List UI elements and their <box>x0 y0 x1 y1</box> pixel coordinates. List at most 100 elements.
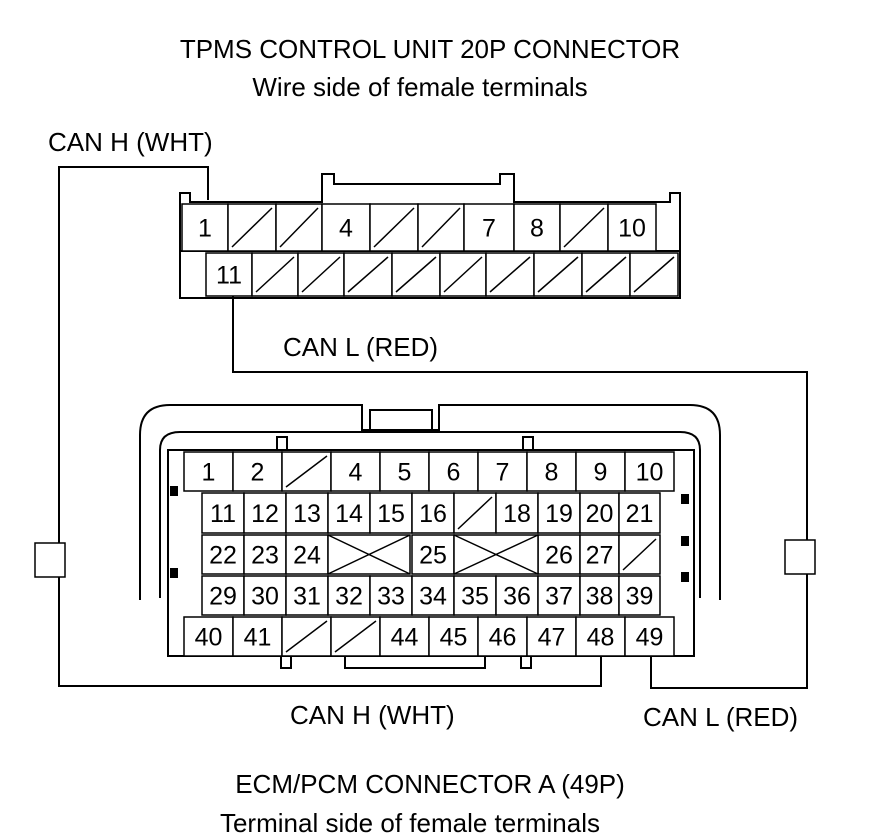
terminal-number: 36 <box>503 583 531 611</box>
ecm-terminal: 35 <box>453 575 497 616</box>
tpms-terminal: 1 <box>181 203 229 252</box>
terminal-cell <box>285 534 329 575</box>
ecm-terminal <box>618 534 661 575</box>
unused-terminal-slash <box>301 256 341 293</box>
terminal-number: 2 <box>251 459 265 487</box>
terminal-number: 21 <box>626 500 654 528</box>
tpms-terminal: 7 <box>463 203 515 252</box>
terminal-number: 6 <box>447 459 461 487</box>
terminal-number: 44 <box>391 624 419 652</box>
terminal-cell <box>330 451 381 492</box>
can-l-wire <box>232 295 808 540</box>
terminal-cell <box>477 451 528 492</box>
ecm-side-marks <box>170 486 689 582</box>
terminal-number: 32 <box>335 583 363 611</box>
tpms-terminal: 10 <box>607 203 657 252</box>
terminal-number: 7 <box>482 215 496 243</box>
ecm-terminal: 14 <box>327 492 371 534</box>
terminal-number: 12 <box>251 500 279 528</box>
ecm-mark <box>681 536 689 546</box>
terminal-cell <box>607 203 657 252</box>
terminal-cell <box>327 492 371 534</box>
ecm-terminal: 1 <box>183 451 234 492</box>
unused-terminal-slash <box>489 256 531 293</box>
ecm-terminal: 22 <box>201 534 245 575</box>
terminal-cell <box>575 451 626 492</box>
ecm-terminal: 27 <box>579 534 620 575</box>
ecm-bottom-nub-left <box>280 655 292 669</box>
terminal-cell <box>618 492 661 534</box>
tpms-terminal: 4 <box>321 203 371 252</box>
ecm-top-nub-left <box>276 436 288 451</box>
terminal-number: 31 <box>293 583 321 611</box>
tpms-terminal <box>417 203 465 252</box>
terminal-number: 1 <box>198 215 212 243</box>
tpms-terminal <box>629 252 679 297</box>
unused-terminal-slash <box>231 207 273 248</box>
terminal-cell <box>575 616 626 657</box>
ecm-terminal: 36 <box>495 575 539 616</box>
top-subtitle: Wire side of female terminals <box>252 72 587 102</box>
ecm-terminal: 37 <box>537 575 581 616</box>
wires <box>58 166 808 689</box>
terminal-number: 1 <box>202 459 216 487</box>
ecm-terminal <box>453 492 497 534</box>
ecm-terminal: 45 <box>428 616 479 657</box>
ecm-terminal: 25 <box>411 534 455 575</box>
terminal-number: 47 <box>538 624 566 652</box>
terminal-number: 46 <box>489 624 517 652</box>
ecm-bottom-nub-right <box>520 655 532 669</box>
terminal-number: 4 <box>349 459 363 487</box>
ecm-terminal: 21 <box>618 492 661 534</box>
terminal-number: 11 <box>216 262 242 290</box>
tpms-connector-outline <box>179 173 681 299</box>
ecm-bottom-key <box>344 655 486 669</box>
terminal-number: 48 <box>587 624 615 652</box>
ecm-terminal: 15 <box>369 492 413 534</box>
unused-terminal-slash <box>285 455 328 488</box>
terminal-cell <box>411 575 455 616</box>
terminal-cell <box>428 451 479 492</box>
terminal-cell <box>369 492 413 534</box>
terminal-number: 45 <box>440 624 468 652</box>
terminal-number: 35 <box>461 583 489 611</box>
terminal-number: 10 <box>618 215 646 243</box>
terminal-number: 5 <box>398 459 412 487</box>
ecm-mark <box>170 568 178 578</box>
ecm-terminal: 31 <box>285 575 329 616</box>
terminal-number: 18 <box>503 500 531 528</box>
terminal-cell <box>537 575 581 616</box>
terminal-number: 34 <box>419 583 447 611</box>
ecm-terminal: 26 <box>537 534 581 575</box>
terminal-number: 14 <box>335 500 363 528</box>
ecm-terminal: 8 <box>526 451 577 492</box>
terminal-number: 8 <box>545 459 559 487</box>
ecm-terminal: 23 <box>243 534 287 575</box>
terminal-cell <box>618 575 661 616</box>
ecm-terminal <box>281 616 332 657</box>
ecm-terminal: 5 <box>379 451 430 492</box>
blocked-cross-line <box>453 534 539 575</box>
terminal-cell <box>526 616 577 657</box>
tpms-terminal <box>251 252 299 297</box>
terminal-cell <box>201 492 245 534</box>
tpms-terminal <box>485 252 535 297</box>
ecm-terminal: 11 <box>201 492 245 534</box>
ecm-terminal: 47 <box>526 616 577 657</box>
terminal-number: 25 <box>419 542 447 570</box>
ecm-terminal <box>281 451 332 492</box>
can-h-top-label: CAN H (WHT) <box>48 127 213 157</box>
unused-terminal-slash <box>285 620 328 653</box>
ecm-terminal: 9 <box>575 451 626 492</box>
terminal-cell <box>537 492 581 534</box>
terminal-number: 16 <box>419 500 447 528</box>
ecm-terminal: 10 <box>624 451 675 492</box>
ecm-terminal: 49 <box>624 616 675 657</box>
terminal-number: 30 <box>251 583 279 611</box>
terminal-number: 38 <box>586 583 614 611</box>
terminal-number: 23 <box>251 542 279 570</box>
unused-terminal-slash <box>279 207 319 248</box>
